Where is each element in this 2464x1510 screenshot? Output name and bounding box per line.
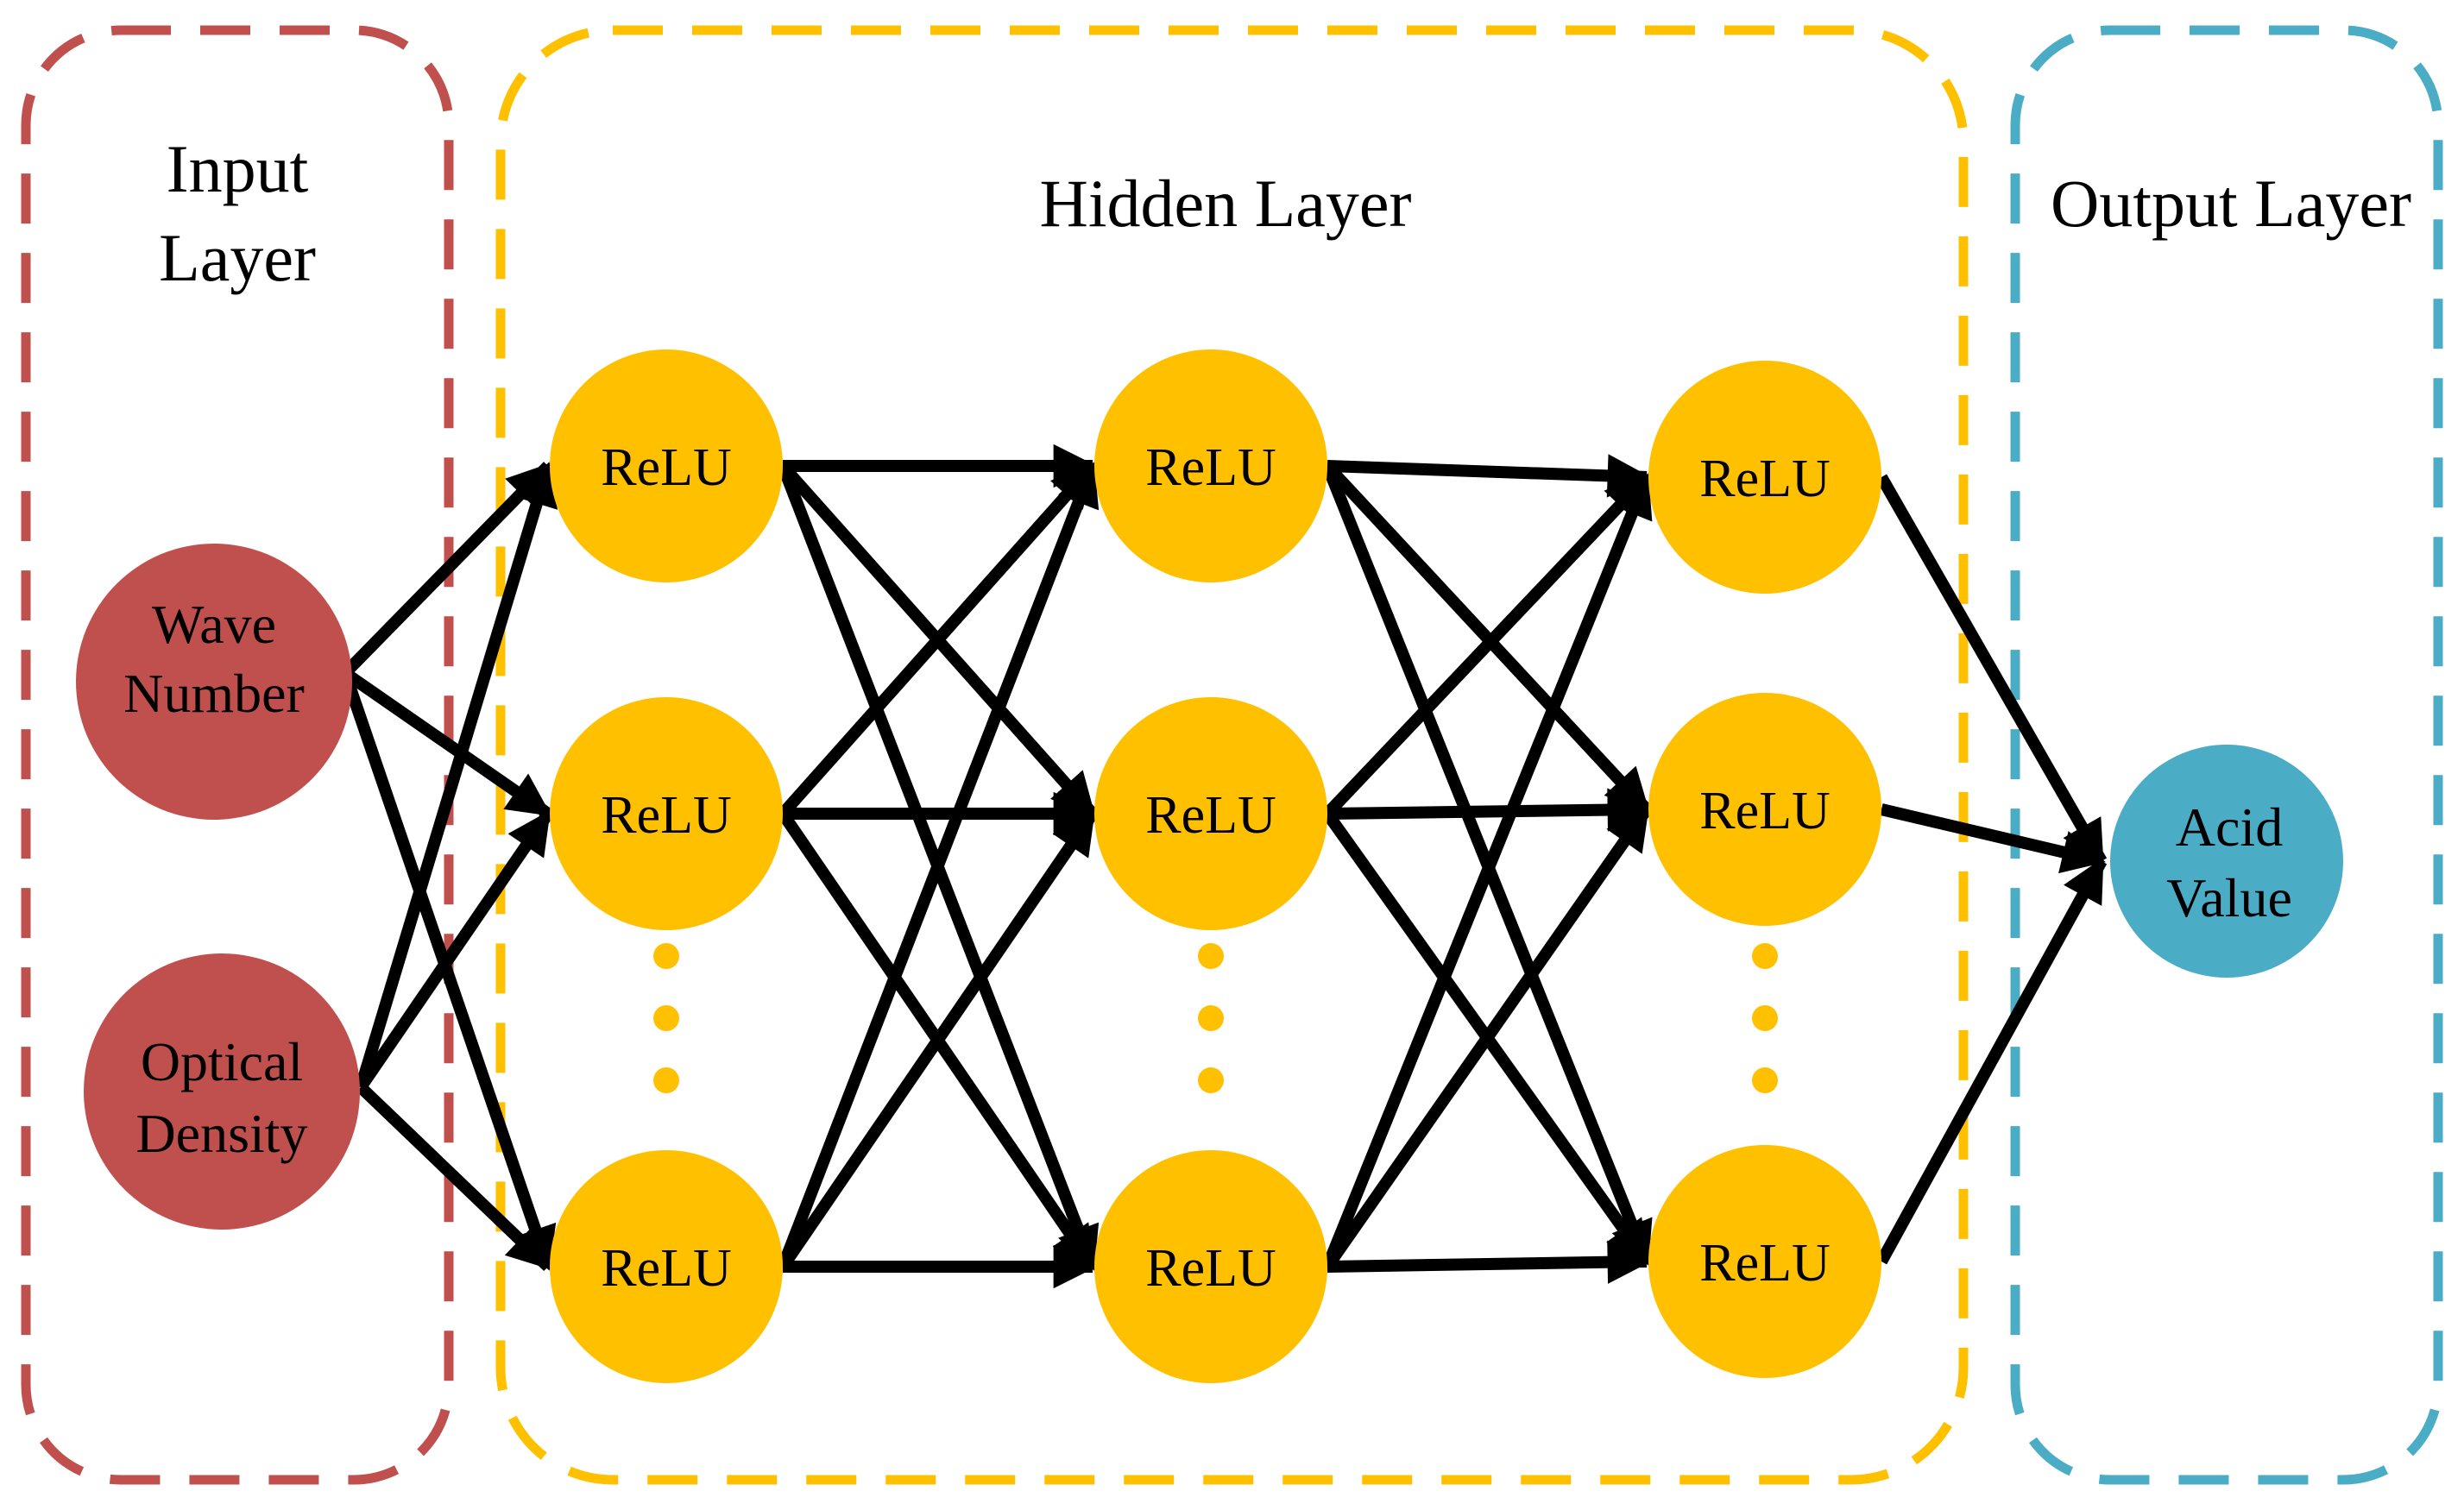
edge-h1-h2-2-1 [778,462,1098,818]
hidden-1-node-3-label: ReLU [601,1239,732,1298]
input-layer-title-line1: Input [167,131,309,206]
edge-h3-3-to-output [1875,857,2108,1265]
input-node-wave-number-label-line2: Number [123,663,305,724]
edge-h2-h3-3-3 [1327,1240,1652,1284]
output-layer-box [2010,25,2443,1485]
output-node-acid-value [2110,745,2343,978]
hidden-3-node-1-label: ReLU [1699,450,1831,508]
hidden-2-node-3-label: ReLU [1145,1239,1276,1298]
output-layer-title: Output Layer [2051,166,2411,241]
hidden-2-node-3 [1094,1150,1327,1383]
edge-input-2-to-h1-3 [356,1082,552,1272]
input-node-optical-density-label-line1: Optical [141,1031,303,1092]
edge-input-1-to-h1-2 [342,668,552,819]
input-node-optical-density-label-line2: Density [135,1103,307,1164]
edge-input-2-to-h1-1 [355,462,558,1090]
hidden-2-node-1-label: ReLU [1145,438,1276,497]
hidden-3-node-3 [1648,1145,1881,1378]
edge-h3-1-to-output [1875,474,2108,865]
input-node-optical-density [84,953,360,1230]
input-layer-title-line2: Layer [159,220,316,295]
output-node-label-line1: Acid [2176,796,2283,858]
input-node-wave-number-label-line1: Wave [152,594,276,655]
hidden-1-ellipsis-dot-3 [653,1067,679,1093]
edge-h2-h3-2-2 [1327,788,1652,832]
hidden-layer-title: Hidden Layer [1040,166,1412,241]
hidden-1-node-2-label: ReLU [601,786,732,845]
hidden-3-node-2 [1648,693,1881,926]
hidden-3-ellipsis-dot-1 [1752,943,1778,969]
input-layer-box [21,25,454,1485]
edge-h1-h2-3-1 [777,462,1100,1269]
hidden-3-node-1 [1648,361,1881,594]
hidden-1-node-1 [550,349,783,582]
edge-input-2-to-h1-2 [356,809,553,1091]
connections [339,444,2108,1289]
hidden-3-ellipsis-dot-3 [1752,1067,1778,1093]
edge-h1-h2-3-2 [778,809,1098,1270]
hidden-2-node-2-label: ReLU [1145,786,1276,845]
edge-h2-h3-2-1 [1322,473,1652,818]
hidden-1-node-1-label: ReLU [601,438,732,497]
edge-h2-h3-3-1 [1321,473,1653,1269]
hidden-layer-box [495,25,1969,1485]
hidden-2-ellipsis-dot-3 [1198,1067,1224,1093]
hidden-2-node-2 [1094,697,1327,930]
edge-h2-h3-1-1 [1327,454,1652,498]
hidden-1-node-2 [550,697,783,930]
hidden-3-ellipsis-dot-2 [1752,1005,1778,1031]
output-node-label-line2: Value [2166,867,2292,928]
hidden-1-ellipsis-dot-2 [653,1005,679,1031]
edge-h2-h3-3-2 [1322,805,1652,1271]
hidden-2-ellipsis-dot-1 [1198,943,1224,969]
hidden-1-ellipsis-dot-1 [653,943,679,969]
hidden-2-node-1 [1094,349,1327,582]
input-node-wave-number [76,544,352,820]
hidden-1-node-3 [550,1150,783,1383]
edge-input-1-to-h1-1 [340,462,553,677]
hidden-3-node-2-label: ReLU [1699,782,1831,840]
hidden-3-node-3-label: ReLU [1699,1234,1831,1293]
edge-h3-2-to-output [1880,803,2106,874]
hidden-2-ellipsis-dot-2 [1198,1005,1224,1031]
